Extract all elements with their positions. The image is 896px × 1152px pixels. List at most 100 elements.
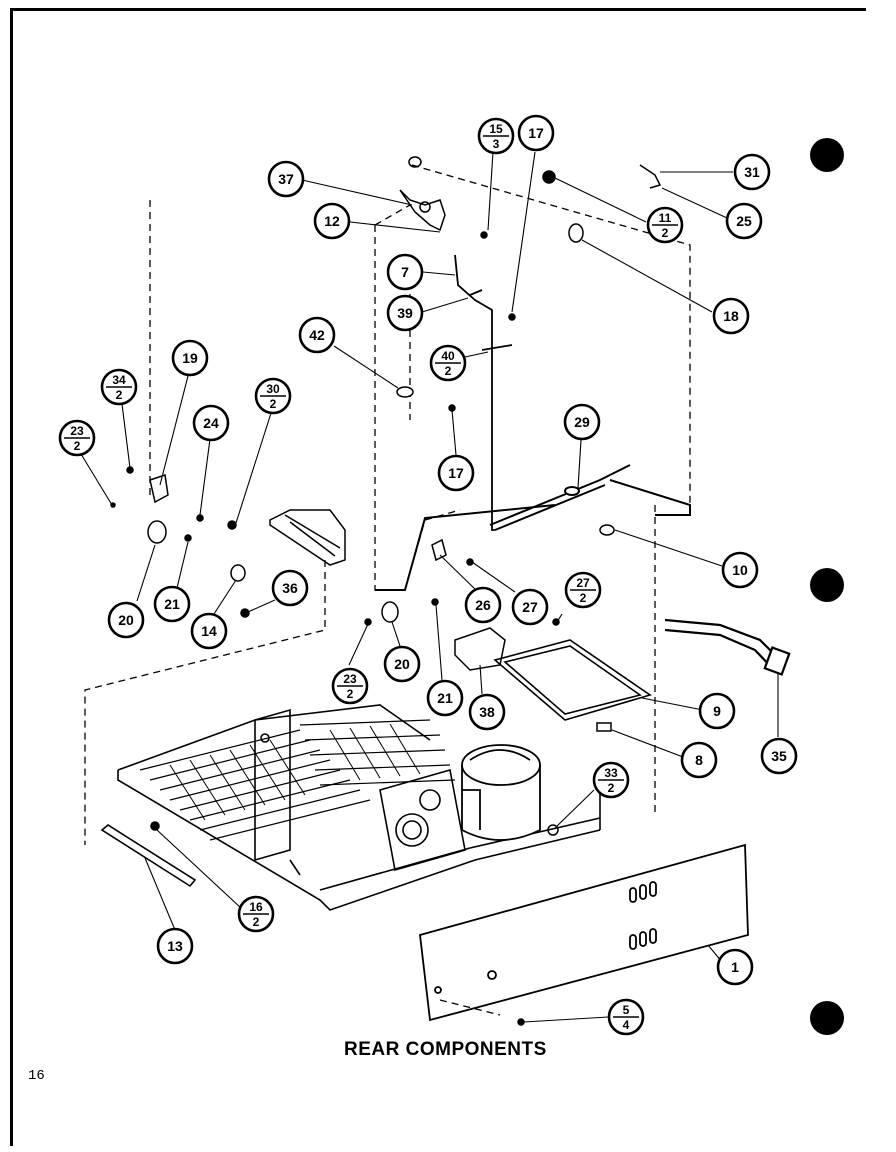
callout-23-qty-2: 232: [331, 667, 369, 705]
callout-text: 34: [112, 373, 126, 387]
power-cord: [664, 618, 791, 676]
callout-circle: [153, 585, 191, 623]
callout-37: 37: [267, 160, 305, 198]
callout-text: 2: [270, 397, 277, 411]
callout-21: 21: [153, 585, 191, 623]
callout-text: 3: [493, 137, 500, 151]
callout-42: 42: [298, 316, 336, 354]
callout-20: 20: [107, 601, 145, 639]
page-number: 16: [28, 1068, 45, 1084]
callout-text: 29: [574, 414, 590, 430]
capillary-line: [454, 254, 513, 531]
callout-text: 40: [441, 349, 455, 363]
condenser-coil: [139, 719, 456, 841]
callout-21: 21: [426, 679, 464, 717]
callout-text: 39: [397, 305, 413, 321]
callout-circle: [712, 297, 750, 335]
callout-text: 16: [249, 900, 263, 914]
access-cover: [419, 843, 749, 1022]
callout-text: 2: [662, 226, 669, 240]
callout-24: 24: [192, 404, 230, 442]
callout-text: 2: [445, 364, 452, 378]
callout-14: 14: [190, 612, 228, 650]
callout-17: 17: [437, 454, 475, 492]
callout-text: 23: [70, 424, 84, 438]
kickplate-bracket: [100, 821, 197, 888]
callout-text: 5: [623, 1003, 630, 1017]
callout-33-qty-2: 332: [592, 761, 630, 799]
callout-36: 36: [271, 569, 309, 607]
callout-text: 37: [278, 171, 294, 187]
callout-circle: [107, 601, 145, 639]
callout-circle: [468, 693, 506, 731]
callout-circle: [383, 645, 421, 683]
callout-5-qty-4: 54: [607, 998, 645, 1036]
callout-text: 25: [736, 213, 752, 229]
callout-text: 21: [437, 690, 453, 706]
callout-text: 2: [608, 781, 615, 795]
page-frame: [10, 8, 866, 1146]
callout-34-qty-2: 342: [100, 368, 138, 406]
callout-text: 24: [203, 415, 219, 431]
callout-circle: [680, 741, 718, 779]
callout-38: 38: [468, 693, 506, 731]
callout-text: 10: [732, 562, 748, 578]
callout-circle: [192, 404, 230, 442]
callout-text: 4: [623, 1018, 630, 1032]
callout-16-qty-2: 162: [237, 895, 275, 933]
bracket: [454, 627, 506, 671]
callout-text: 11: [659, 211, 672, 225]
callout-text: 2: [253, 915, 260, 929]
callout-text: 36: [282, 580, 298, 596]
callout-13: 13: [156, 927, 194, 965]
callout-circle: [313, 202, 351, 240]
callout-circle: [386, 294, 424, 332]
callout-text: 17: [448, 465, 464, 481]
callout-7: 7: [386, 253, 424, 291]
callout-text: 15: [489, 122, 503, 136]
drain-tube: [489, 464, 631, 531]
callout-text: 2: [347, 687, 354, 701]
callout-29: 29: [563, 403, 601, 441]
callout-27-qty-2: 272: [564, 571, 602, 609]
callout-circle: [156, 927, 194, 965]
binder-hole: [810, 568, 844, 602]
condenser-fins: [169, 723, 421, 821]
callout-circle: [298, 316, 336, 354]
callout-circle: [464, 586, 502, 624]
callout-27: 27: [511, 588, 549, 626]
callout-23-qty-2: 232: [58, 419, 96, 457]
back-wall: [375, 479, 691, 591]
callout-text: 2: [74, 439, 81, 453]
callout-20: 20: [383, 645, 421, 683]
callout-1: 1: [716, 948, 754, 986]
callout-circle: [511, 588, 549, 626]
callout-31: 31: [733, 153, 771, 191]
drain-pan: [493, 639, 652, 721]
callout-circle: [267, 160, 305, 198]
callout-text: 27: [522, 599, 538, 615]
callout-circle: [760, 737, 798, 775]
callout-text: 7: [401, 264, 409, 280]
callout-text: 38: [479, 704, 495, 720]
leader-lines: [80, 151, 779, 1023]
binder-holes: [810, 138, 844, 1035]
callout-circle: [386, 253, 424, 291]
base-pan: [117, 704, 601, 911]
callout-text: 42: [309, 327, 325, 343]
callout-text: 26: [475, 597, 491, 613]
hardware-parts: [110, 156, 662, 1026]
callout-19: 19: [171, 339, 209, 377]
callout-35: 35: [760, 737, 798, 775]
callout-12: 12: [313, 202, 351, 240]
callout-text: 9: [713, 703, 721, 719]
callout-40-qty-2: 402: [429, 344, 467, 382]
callout-text: 18: [723, 308, 739, 324]
callout-circle: [733, 153, 771, 191]
binder-hole: [810, 138, 844, 172]
callout-30-qty-2: 302: [254, 377, 292, 415]
callout-circle: [426, 679, 464, 717]
callout-11-qty-2: 112: [646, 206, 684, 244]
callout-text: 13: [167, 938, 183, 954]
